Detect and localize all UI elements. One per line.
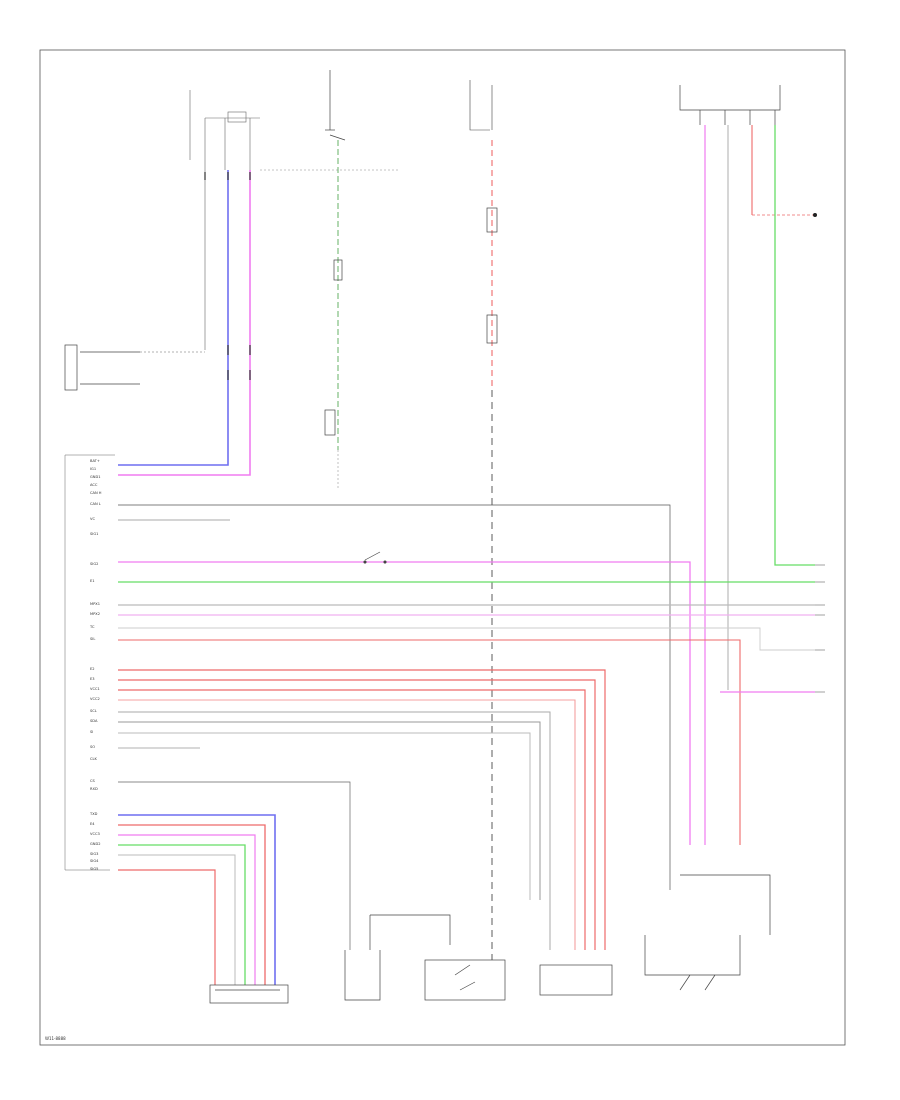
bottom-switch-component <box>424 959 506 1001</box>
pin-label: E3 <box>90 677 95 681</box>
pin-label: IG1 <box>90 467 96 471</box>
pin-label: MPX2 <box>90 612 100 616</box>
pin-label: SIG3 <box>90 852 98 856</box>
pin-label: VC <box>90 517 95 521</box>
pin-label: GND1 <box>90 475 101 479</box>
pin-label: VCC1 <box>90 687 100 691</box>
pin-label: CS <box>90 779 96 783</box>
inline-switch <box>363 551 387 564</box>
bottom-connector-4 <box>644 874 771 991</box>
top-left-connector <box>189 90 260 170</box>
pin-label: ACC <box>90 483 98 487</box>
wire-green-right <box>774 125 815 566</box>
bottom-connector-3 <box>539 964 613 996</box>
pin-label: TC <box>89 625 95 629</box>
pin-label: E4 <box>90 822 95 826</box>
pin-label: MPX1 <box>90 602 100 606</box>
pin-label: E1 <box>90 579 95 583</box>
center-power-feed <box>469 80 498 960</box>
pin-label: CLK <box>90 757 98 761</box>
left-sensor-component <box>64 344 205 391</box>
pin-label: SCL <box>90 709 97 713</box>
pin-label: SDA <box>90 719 98 723</box>
wire-blue <box>118 170 229 466</box>
pin-label: RXD <box>90 787 98 791</box>
footer-code: W11-8888 <box>45 1036 66 1041</box>
bottom-component-2 <box>344 914 451 1001</box>
center-left-circuit <box>324 70 346 490</box>
pin-label: SIL <box>90 637 95 641</box>
pin-label: VCC2 <box>90 697 100 701</box>
bottom-connector-1 <box>209 984 289 1004</box>
pin-label: SIG1 <box>90 532 98 536</box>
pin-label: SO <box>90 745 95 749</box>
diagram-border <box>39 49 846 1046</box>
wire-pink-1 <box>118 170 251 476</box>
left-ecu-connector <box>64 454 115 871</box>
pin-label: SI <box>90 730 93 734</box>
pin-label: E2 <box>90 667 95 671</box>
pin-label: BAT+ <box>90 459 100 463</box>
connector-marks <box>204 172 251 380</box>
pin-label: SIG4 <box>90 859 99 863</box>
pin-label: SIG2 <box>90 562 98 566</box>
top-right-connector <box>679 85 781 125</box>
ground-dot <box>813 213 817 217</box>
bottom-left-wire-group <box>118 814 276 985</box>
pin-label: TXD <box>89 812 98 816</box>
horizontal-bus <box>118 504 815 950</box>
pin-label: VCC3 <box>90 832 100 836</box>
pin-label: SIG5 <box>90 867 98 871</box>
pin-label: CAN L <box>90 502 101 506</box>
pin-label: GND2 <box>90 842 101 846</box>
pin-label: CAN H <box>90 491 102 495</box>
right-terminals <box>815 564 825 693</box>
